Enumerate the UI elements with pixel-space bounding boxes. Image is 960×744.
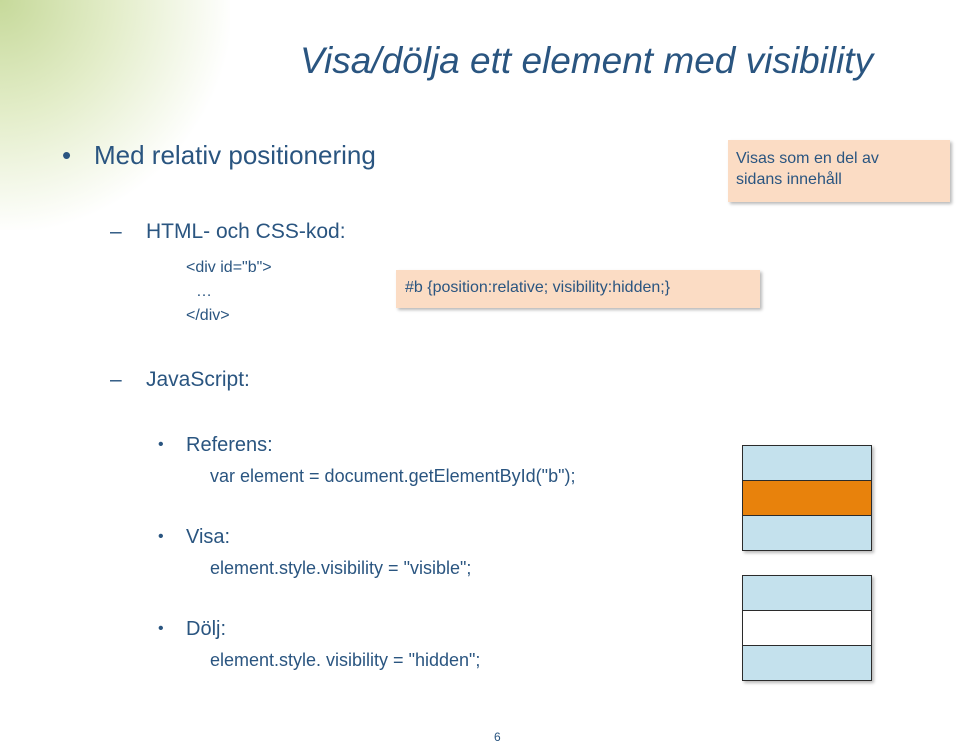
page-number: 6: [494, 730, 501, 744]
block-element-b-visible: [742, 480, 872, 516]
main-bullet-label: Med relativ positionering: [94, 140, 376, 170]
css-rule-box: #b {position:relative; visibility:hidden…: [396, 270, 760, 308]
html-code-line-3: </div>: [186, 307, 230, 324]
callout-note: Visas som en del av sidans innehåll: [728, 140, 950, 202]
block-bottom: [742, 645, 872, 681]
html-css-label: HTML- och CSS-kod:: [146, 220, 346, 243]
slide-title: Visa/dölja ett element med visibility: [300, 40, 874, 81]
bullet-icon: •: [62, 140, 72, 170]
bullet-icon: •: [158, 436, 164, 453]
block-top: [742, 575, 872, 611]
javascript-heading: – JavaScript:: [110, 368, 250, 392]
corner-decoration: [0, 0, 230, 230]
block-top: [742, 445, 872, 481]
js-item-show-label: Visa:: [186, 526, 231, 548]
bullet-icon: •: [158, 528, 164, 545]
block-bottom: [742, 515, 872, 551]
html-code-line-1: <div id="b">: [186, 259, 272, 276]
js-item-hide: • Dölj:: [158, 618, 226, 641]
main-bullet: • Med relativ positionering: [62, 140, 376, 171]
js-code-show: element.style.visibility = "visible";: [210, 558, 472, 578]
hidden-state-diagram: [742, 575, 872, 681]
js-item-reference-label: Referens:: [186, 434, 273, 456]
callout-line-2: sidans innehåll: [736, 171, 842, 188]
html-css-heading: – HTML- och CSS-kod:: [110, 220, 346, 244]
js-item-show: • Visa:: [158, 526, 230, 549]
js-code-hide: element.style. visibility = "hidden";: [210, 650, 481, 670]
dash-icon: –: [110, 368, 122, 391]
visible-state-diagram: [742, 445, 872, 551]
js-item-reference: • Referens:: [158, 434, 273, 457]
javascript-label: JavaScript:: [146, 368, 250, 391]
js-code-reference: var element = document.getElementById("b…: [210, 466, 576, 486]
dash-icon: –: [110, 220, 122, 243]
html-code-line-2: …: [196, 283, 212, 300]
block-element-b-hidden: [742, 610, 872, 646]
callout-line-1: Visas som en del av: [736, 150, 879, 167]
js-item-hide-label: Dölj:: [186, 618, 227, 640]
bullet-icon: •: [158, 620, 164, 637]
html-code-block: <div id="b"> … </div>: [186, 256, 272, 328]
